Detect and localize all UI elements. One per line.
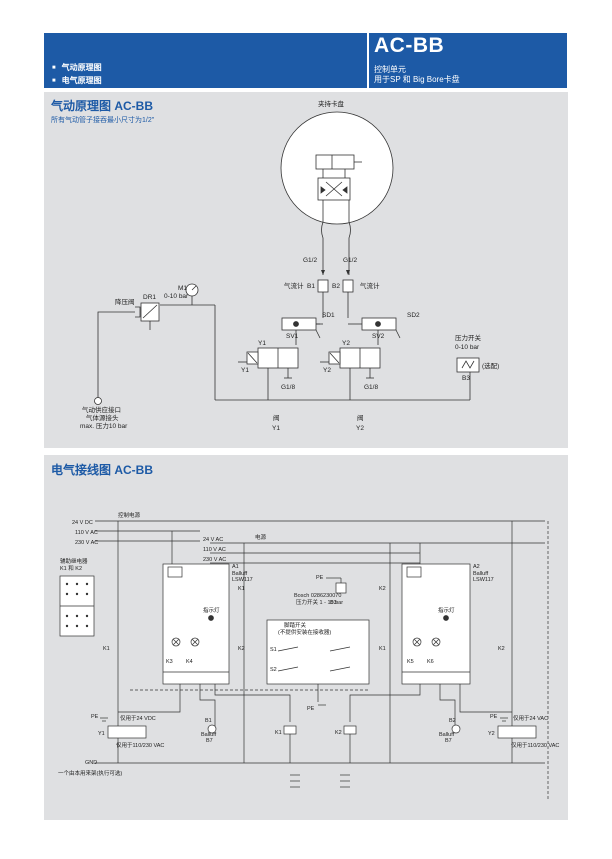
chuck-label: 夹持卡盘 [318, 99, 345, 108]
g18-right-label: G1/8 [364, 384, 378, 391]
s2-label: S2 [270, 667, 277, 673]
b2-id: B7 [445, 738, 452, 744]
y1-side-label: Y1 [241, 367, 249, 374]
k2-right-label: K2 [498, 646, 505, 652]
g12-right-label: G1/2 [343, 257, 357, 264]
dr1-name-label: 降压阀 [115, 297, 135, 306]
supply-label-1: 气动供应接口 [82, 405, 121, 414]
k2-coil-label: K2 [335, 730, 342, 736]
valve-left-label: 阀 [273, 413, 280, 422]
y2-label: Y2 [488, 731, 495, 737]
switch-box-sub: (不提供安装在接收器) [278, 628, 331, 636]
y2-note-a: 仅用于24 VAC [513, 714, 548, 722]
valve-right-label: 阀 [357, 413, 364, 422]
header-bar-right [369, 33, 567, 88]
label-230vac-a: 230 V AC [75, 540, 98, 546]
sv2-label: SV2 [372, 333, 385, 340]
switch-box-label: 脚踏开关 [284, 621, 307, 629]
a2-sub: Balluff [473, 571, 489, 577]
k2-a1-label: K2 [238, 646, 245, 652]
label-110vac-a: 110 V AC [75, 530, 98, 536]
k6-label: K6 [427, 659, 434, 665]
label-24vac: 24 V AC [203, 537, 223, 543]
pe-left-label: PE [91, 714, 99, 720]
relay-block-id: K1 和 K2 [60, 564, 82, 572]
label-power: 电源 [255, 533, 267, 541]
header-nav: 气动原理图 电气原理图 [52, 62, 102, 88]
flow-left-label: 气流计 [284, 281, 304, 290]
pressure-switch-optional: (选配) [482, 361, 499, 370]
a1-sub: Balluff [232, 571, 248, 577]
k1-a1-label: K1 [238, 586, 245, 592]
b1-sub: Balluff [201, 732, 217, 738]
b1-label: B1 [205, 718, 212, 724]
product-title: AC-BB [374, 34, 445, 57]
b1-id: B7 [206, 738, 213, 744]
header-item-electrical[interactable]: 电气原理图 [52, 75, 102, 88]
b3-label: B3 [330, 600, 337, 606]
electrical-title: 电气接线图 AC-BB [51, 463, 153, 477]
label-230vac-b: 230 V AC [203, 557, 226, 563]
label-24vdc: 24 V DC [72, 520, 93, 526]
footnote: 一个由本用来架(执行可选) [58, 769, 122, 777]
b2-sub: Balluff [439, 732, 455, 738]
pneumatic-title: 气动原理图 AC-BB [51, 99, 153, 113]
label-110vac-b: 110 V AC [203, 547, 226, 553]
pe-b3-label: PE [316, 575, 324, 581]
a1-label: A1 [232, 564, 239, 570]
sd1-label: SD1 [322, 312, 335, 319]
indicator-right: 指示灯 [438, 606, 455, 614]
m1-range-label: 0-10 bar [164, 293, 189, 300]
pe-right-label: PE [490, 714, 498, 720]
k3-label: K3 [166, 659, 173, 665]
indicator-left: 指示灯 [203, 606, 220, 614]
pe-center-label: PE [307, 706, 315, 712]
a2-model: LSW117 [473, 577, 494, 583]
b2-label: B2 [332, 283, 340, 290]
flow-right-label: 气流计 [360, 281, 380, 290]
m1-label: M1 [178, 285, 187, 292]
sv1-label: SV1 [286, 333, 299, 340]
product-subtitle-2: 用于SP 和 Big Bore卡盘 [374, 75, 460, 84]
y1-note-b: 仅用于110/230 VAC [116, 741, 164, 749]
sd2-label: SD2 [407, 312, 420, 319]
pneumatic-note: 所有气动管子接吞最小尺寸为1/2" [51, 117, 155, 124]
relay-block-label: 辅助继电器 [60, 557, 88, 565]
y1-label: Y1 [98, 731, 105, 737]
gnd-label: GND [85, 760, 97, 766]
k2-a2-label: K2 [379, 586, 386, 592]
b3-label: B3 [462, 375, 470, 382]
supply-label-2: 气体源接头 [86, 413, 119, 422]
g18-left-label: G1/8 [281, 384, 295, 391]
y2-side-label: Y2 [323, 367, 331, 374]
supply-label-3: max. 压力10 bar [80, 421, 128, 430]
k1-left-label: K1 [103, 646, 110, 652]
product-subtitle-1: 控制单元 [374, 65, 406, 74]
g12-left-label: G1/2 [303, 257, 317, 264]
header-item-pneumatic[interactable]: 气动原理图 [52, 62, 102, 75]
s1-label: S1 [270, 647, 277, 653]
y2-top-label: Y2 [342, 340, 350, 347]
dr1-label: DR1 [143, 294, 156, 301]
valve-right-id: Y2 [356, 425, 364, 432]
y2-note-b: 仅用于110/230 VAC [511, 741, 559, 749]
b2-label: B2 [449, 718, 456, 724]
y1-top-label: Y1 [258, 340, 266, 347]
label-control-power: 控制电源 [118, 511, 141, 519]
k1-a2-label: K1 [379, 646, 386, 652]
k1-coil-label: K1 [275, 730, 282, 736]
y1-note-a: 仅用于24 VDC [120, 714, 156, 722]
b1-label: B1 [307, 283, 315, 290]
bosch-label: Bosch 0286230070 [294, 593, 341, 599]
a1-model: LSW117 [232, 577, 253, 583]
a2-label: A2 [473, 564, 480, 570]
pressure-switch-range: 0-10 bar [455, 344, 480, 351]
valve-left-id: Y1 [272, 425, 280, 432]
k4-label: K4 [186, 659, 193, 665]
pressure-range-label: 压力开关 1 - 10 bar [296, 598, 343, 606]
k5-label: K5 [407, 659, 414, 665]
pressure-switch-label: 压力开关 [455, 333, 482, 342]
